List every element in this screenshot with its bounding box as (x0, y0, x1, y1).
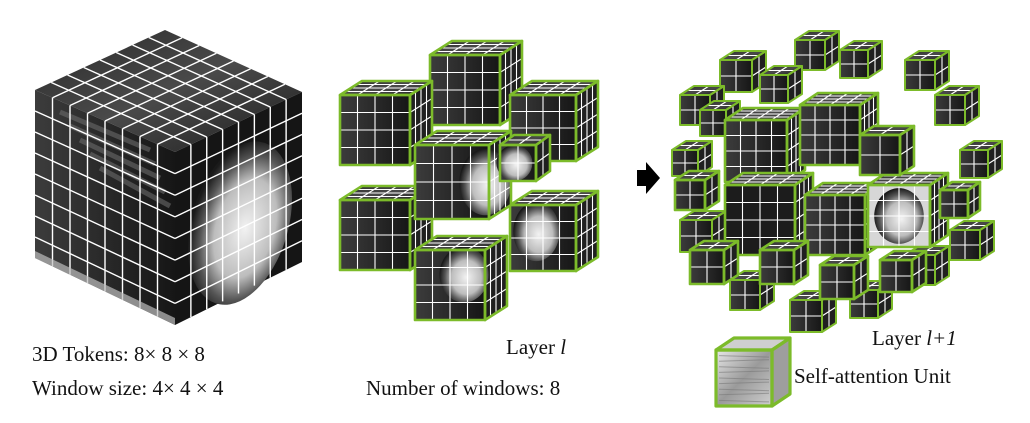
right-arrow-icon (637, 162, 660, 194)
layer-l1-caption: Layer l+1 (872, 325, 957, 351)
layer-l-variable: l (560, 335, 567, 359)
window-partition-layer-l (338, 39, 600, 322)
num-windows-caption: Number of windows: 8 (366, 376, 561, 400)
window-size-caption: Window size: 4× 4 × 4 (32, 376, 224, 400)
shifted-windows-layer-l1 (671, 30, 1003, 333)
tokens-caption: 3D Tokens: 8× 8 × 8 (32, 342, 205, 366)
self-attention-unit-icon (714, 336, 792, 408)
layer-l-caption: Layer l (506, 334, 566, 360)
layer-l-prefix: Layer (506, 335, 561, 359)
layer-l1-prefix: Layer (872, 326, 927, 350)
self-attention-unit-label: Self-attention Unit (794, 364, 951, 388)
layer-l1-variable: l+1 (926, 326, 957, 350)
token-cube-8x8x8 (34, 30, 303, 325)
